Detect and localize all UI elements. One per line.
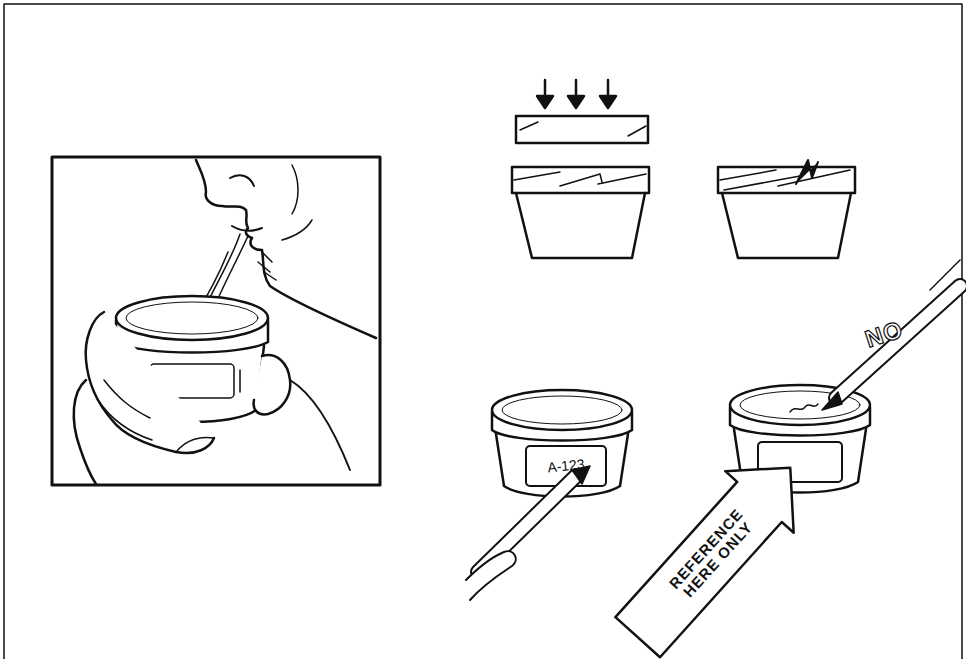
cup-body [722, 193, 851, 258]
arrow-head [600, 96, 616, 108]
nostril [230, 175, 254, 186]
rim-thread [514, 172, 646, 186]
lips [232, 226, 262, 231]
arrow-head [568, 96, 584, 108]
warning-text: NO [852, 313, 917, 355]
pen-body [836, 286, 960, 398]
pen-body-fill [836, 286, 960, 398]
lid-band [492, 412, 632, 441]
lid-rim [126, 302, 258, 334]
thumb [254, 355, 291, 414]
press-arrows [537, 80, 616, 108]
closed-cup-rim [718, 167, 855, 193]
arrow-head [537, 96, 553, 108]
cheek-line [292, 165, 298, 214]
lid-band [116, 320, 268, 353]
wrist [74, 380, 96, 484]
reference-arrow [604, 437, 825, 659]
lid-band [730, 407, 870, 436]
hand-line [930, 260, 960, 290]
beard-hatching [258, 252, 276, 280]
cup-lid [116, 296, 268, 340]
lid [516, 116, 648, 143]
lid-thread [520, 122, 646, 136]
handwritten-label: A-123 [528, 455, 603, 477]
cup-body [516, 193, 645, 258]
hand-outline [86, 312, 214, 453]
seal-tear [796, 160, 818, 184]
panel-frame [52, 157, 380, 485]
cup-lid [492, 390, 632, 430]
arrow-outline [604, 437, 825, 659]
lid-rim [502, 396, 622, 424]
arm-line [290, 380, 350, 470]
rim-thread [720, 170, 850, 190]
cheek-line [282, 220, 312, 240]
hand-outline [466, 551, 516, 600]
outer-frame [4, 4, 962, 659]
finger-lines [98, 380, 214, 452]
scribble [790, 404, 818, 412]
cup-rim [512, 167, 649, 193]
instruction-arrow-text: REFERENCE HERE ONLY [661, 500, 763, 609]
pen-tip [822, 392, 842, 410]
